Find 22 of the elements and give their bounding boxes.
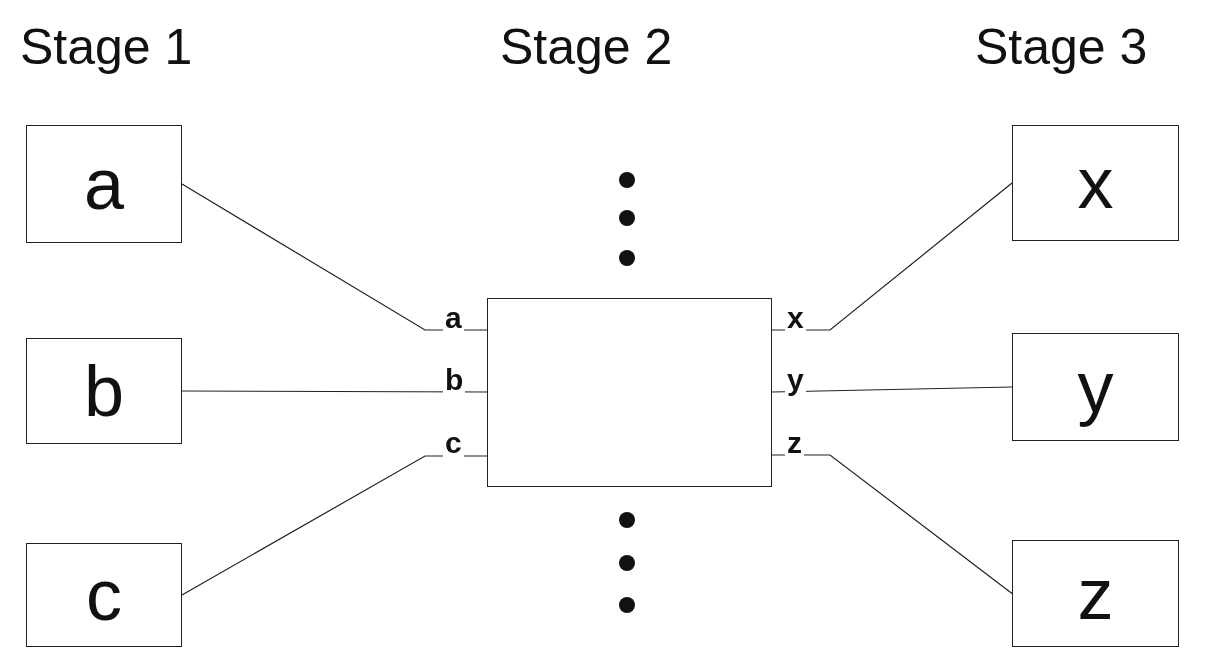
letter-box [26, 543, 182, 647]
stage-heading: Stage 2 [500, 22, 673, 72]
stage-heading: Stage 3 [975, 22, 1148, 72]
box-letter: x [1077, 147, 1114, 219]
connector-line [181, 455, 488, 596]
letter-box [1012, 333, 1179, 441]
letter-box [1012, 540, 1179, 647]
connector-line [771, 182, 1013, 331]
connector-line [181, 183, 488, 331]
letter-box [26, 125, 182, 243]
box-letter: a [83, 148, 124, 220]
connector-line [771, 454, 1013, 595]
connector-line [181, 390, 488, 393]
letter-box [1012, 125, 1179, 241]
edge-label: b [443, 365, 466, 395]
box-letter: c [86, 559, 122, 631]
process-box [487, 298, 772, 487]
stage-heading: Stage 1 [20, 22, 193, 72]
connector-line [771, 386, 1013, 393]
box-letter: z [1077, 557, 1114, 630]
box-letter: b [83, 355, 124, 427]
letter-box [26, 338, 182, 444]
